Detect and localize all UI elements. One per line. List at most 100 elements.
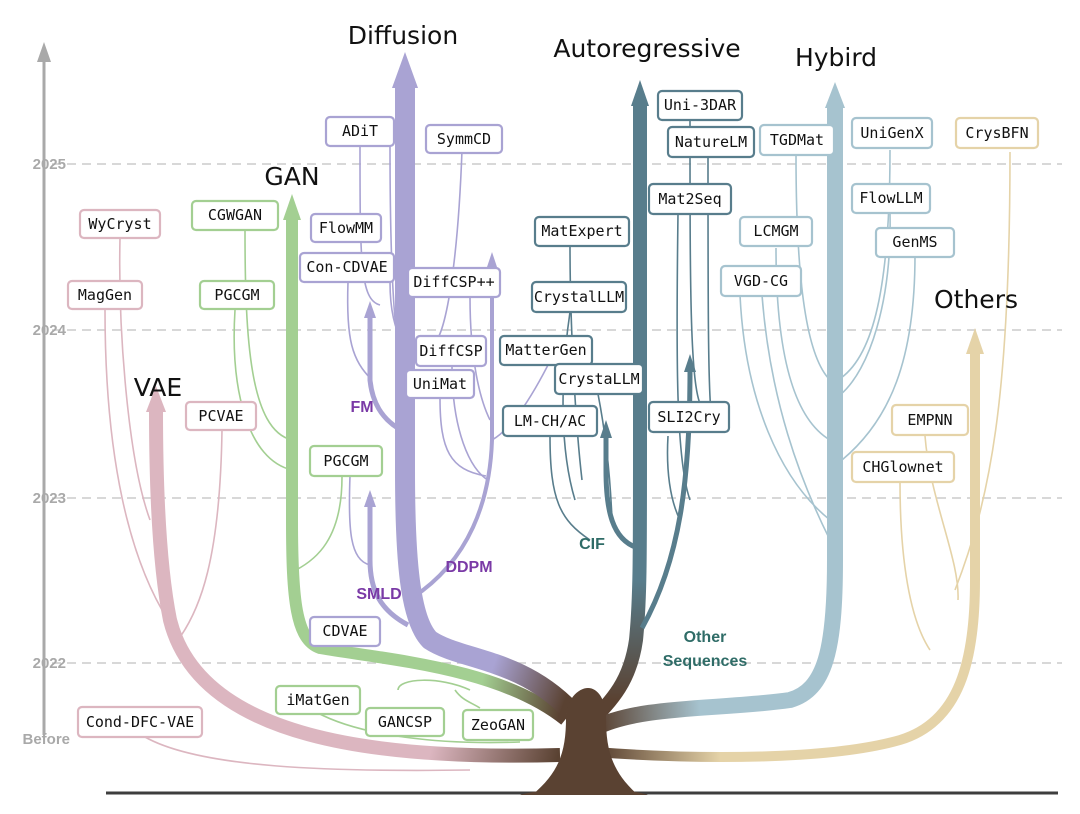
vae-branch [146,386,561,763]
svg-text:SLI2Cry: SLI2Cry [657,408,720,426]
svg-text:CrystalLLM: CrystalLLM [534,288,624,306]
svg-text:CGWGAN: CGWGAN [208,206,262,224]
category-title-hybrid: Hybird [795,43,877,72]
category-title-others: Others [934,285,1018,314]
model-node-mat2seq: Mat2Seq [647,182,733,216]
model-node-crystalllm-2024: CrystalLLM [530,280,628,314]
model-node-pgcgm-2023: PGCGM [308,444,384,478]
svg-text:PGCGM: PGCGM [214,286,259,304]
svg-text:FlowLLM: FlowLLM [859,189,922,207]
model-node-imatgen: iMatGen [274,684,362,716]
tree-trunk [520,688,648,795]
svg-text:EMPNN: EMPNN [907,411,952,429]
svg-text:UniMat: UniMat [413,375,467,393]
model-node-uni-3dar: Uni-3DAR [656,89,744,122]
model-node-symmcd: SymmCD [424,123,504,155]
svg-text:PCVAE: PCVAE [198,407,243,425]
diffusion-subbranches [364,252,498,628]
model-node-matexpert: MatExpert [533,215,631,248]
svg-text:ADiT: ADiT [342,122,378,140]
model-node-flowllm: FlowLLM [850,182,932,215]
svg-text:CrysBFN: CrysBFN [965,124,1028,142]
model-node-vgd-cg: VGD-CG [719,264,803,298]
model-node-empnn: EMPNN [890,403,970,437]
svg-text:CrystaLLM: CrystaLLM [558,370,639,388]
model-node-diffcsp: DiffCSP [414,334,488,368]
sublabel-other-sequences-line2: Sequences [663,653,748,670]
model-node-gancsp: GANCSP [364,706,446,738]
model-node-genms: GenMS [874,226,956,259]
model-node-pgcgm-2024: PGCGM [198,279,276,311]
sublabel-other-sequences-line1: Other [684,629,727,646]
svg-text:GenMS: GenMS [892,233,937,251]
model-node-zeogan: ZeoGAN [461,708,535,742]
model-node-sli2cry: SLI2Cry [647,400,731,434]
model-node-adit: ADiT [324,115,396,148]
svg-text:CHGlownet: CHGlownet [862,458,943,476]
year-gridlines [52,163,1062,664]
svg-text:VGD-CG: VGD-CG [734,272,788,290]
model-nodes: WyCryst MagGen PCVAE Cond-DFC-VAE CGWGAN… [66,89,1040,742]
svg-text:MatterGen: MatterGen [505,341,586,359]
year-label-2023: 2023 [33,490,66,507]
svg-text:LM-CH/AC: LM-CH/AC [514,412,586,430]
svg-text:LCMGM: LCMGM [753,222,798,240]
others-branch [594,328,984,762]
model-node-chglownet: CHGlownet [850,450,956,484]
model-node-pcvae: PCVAE [184,400,258,432]
year-label-2022: 2022 [33,655,66,672]
diffusion-branch [392,52,578,718]
svg-text:PGCGM: PGCGM [323,452,368,470]
model-node-lcmgm: LCMGM [738,215,814,248]
svg-text:Cond-DFC-VAE: Cond-DFC-VAE [86,713,194,731]
sublabel-cif: CIF [579,536,605,553]
model-node-maggen: MagGen [66,279,144,311]
model-node-flowmm: FlowMM [309,212,383,244]
svg-text:UniGenX: UniGenX [860,124,923,142]
svg-text:CDVAE: CDVAE [322,622,367,640]
model-node-mattergen: MatterGen [498,334,594,367]
svg-text:Uni-3DAR: Uni-3DAR [664,96,737,114]
svg-text:TGDMat: TGDMat [770,131,824,149]
model-node-wycryst: WyCryst [78,208,162,240]
category-title-gan: GAN [264,162,319,191]
timeline-axis [37,42,51,735]
svg-text:WyCryst: WyCryst [88,215,151,233]
svg-text:NatureLM: NatureLM [675,133,747,151]
model-node-lm-ch-ac: LM-CH/AC [501,404,599,438]
gan-branch [283,194,569,725]
category-title-autoregressive: Autoregressive [553,34,740,63]
svg-text:GANCSP: GANCSP [378,713,432,731]
model-node-unigenx: UniGenX [850,116,934,150]
year-label-before: Before [22,731,70,748]
category-title-vae: VAE [134,373,182,402]
sublabel-fm: FM [350,399,373,416]
svg-text:ZeoGAN: ZeoGAN [471,716,525,734]
model-node-cond-dfc-vae: Cond-DFC-VAE [76,705,204,739]
svg-text:FlowMM: FlowMM [319,219,373,237]
year-label-2024: 2024 [33,322,67,339]
svg-text:SymmCD: SymmCD [437,130,491,148]
category-title-diffusion: Diffusion [348,21,458,50]
model-node-naturelm: NatureLM [666,125,756,159]
svg-text:Mat2Seq: Mat2Seq [658,190,721,208]
model-node-tgdmat: TGDMat [758,123,836,157]
svg-text:MatExpert: MatExpert [541,222,622,240]
model-node-con-cdvae: Con-CDVAE [298,251,396,284]
vae-connectors [104,237,471,772]
hybrid-branch [591,82,845,736]
model-node-crystallm-2023: CrystaLLM [553,362,645,396]
year-label-2025: 2025 [33,156,66,173]
sublabel-smld: SMLD [356,586,401,603]
svg-text:MagGen: MagGen [78,286,132,304]
others-connectors [899,151,1011,651]
svg-text:Con-CDVAE: Con-CDVAE [306,258,387,276]
model-node-crysbfn: CrysBFN [954,116,1040,150]
model-node-cgwgan: CGWGAN [190,199,280,232]
model-node-diffcsp-pp: DiffCSP++ [406,266,502,299]
svg-text:DiffCSP++: DiffCSP++ [413,273,494,291]
sublabel-ddpm: DDPM [445,559,492,576]
svg-text:DiffCSP: DiffCSP [419,342,482,360]
model-node-unimat: UniMat [404,368,476,400]
